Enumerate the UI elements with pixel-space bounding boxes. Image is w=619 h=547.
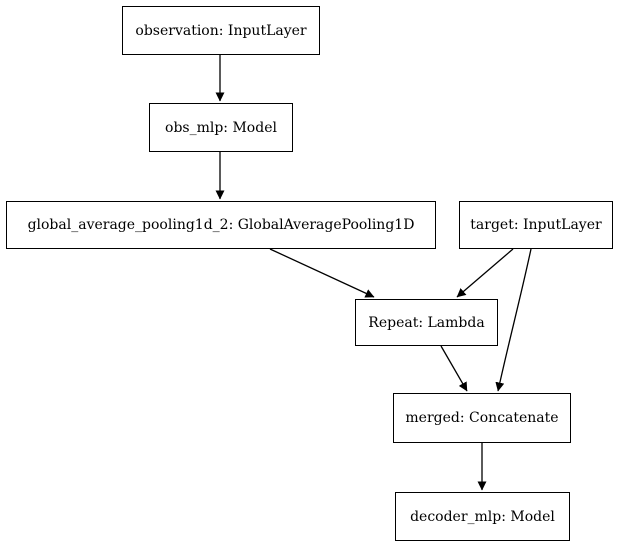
- node-target-label: target: InputLayer: [470, 217, 602, 233]
- node-observation: observation: InputLayer: [122, 6, 320, 55]
- node-pooling: global_average_pooling1d_2: GlobalAverag…: [6, 201, 436, 249]
- node-merged: merged: Concatenate: [393, 393, 571, 443]
- node-merged-label: merged: Concatenate: [405, 410, 559, 426]
- node-repeat-label: Repeat: Lambda: [368, 314, 485, 331]
- node-repeat: Repeat: Lambda: [355, 299, 498, 346]
- node-decoder-label: decoder_mlp: Model: [410, 508, 555, 525]
- edge-repeat-to-merged: [440, 345, 468, 392]
- node-observation-label: observation: InputLayer: [135, 22, 307, 39]
- node-pooling-label: global_average_pooling1d_2: GlobalAverag…: [27, 217, 415, 233]
- edge-pooling-to-repeat: [269, 248, 375, 298]
- node-target: target: InputLayer: [459, 201, 613, 249]
- node-obs-mlp-label: obs_mlp: Model: [165, 119, 277, 136]
- edge-target-to-repeat: [456, 248, 514, 298]
- edge-target-to-merged: [495, 248, 532, 392]
- node-obs-mlp: obs_mlp: Model: [149, 103, 293, 152]
- node-decoder: decoder_mlp: Model: [395, 492, 570, 541]
